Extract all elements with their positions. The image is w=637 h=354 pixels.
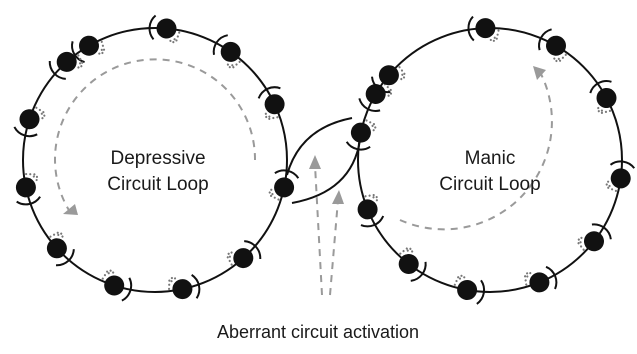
manic-loop-neuron-node-icon [520,261,561,300]
manic-loop-neuron-node-icon [450,272,488,306]
depressive-loop-neuron-node-icon [10,169,45,208]
manic-loop-neuron-node-icon [533,25,576,66]
activation-arrowhead-right-icon [332,190,344,204]
depressive-loop-arrowhead-icon [63,204,78,215]
manic-loop-label-line1: Manic [465,148,516,169]
depressive-loop-label-line1: Depressive [110,148,205,169]
depressive-loop-neuron-node-icon [96,266,136,304]
depressive-loop-label-line2: Circuit Loop [107,174,208,195]
manic-loop-neuron-node-icon [603,158,636,196]
aberrant-bridge [286,117,361,296]
manic-loop-neuron-node-icon [344,115,379,154]
manic-loop: Manic Circuit Loop [344,14,636,306]
depressive-loop-neuron-node-icon [11,101,49,141]
activation-arrow-left [314,164,323,296]
depressive-loop-neuron-node-icon [266,166,301,205]
depressive-loop-neuron-node-icon [164,270,203,305]
manic-loop-neuron-node-icon [585,76,625,119]
manic-loop-arrowhead-icon [533,66,546,80]
depressive-loop-flow-arrow [54,58,257,213]
manic-loop-neuron-node-icon [389,243,432,285]
bridge-upper-connection [286,117,353,176]
manic-loop-label-line2: Circuit Loop [439,174,540,195]
activation-arrowhead-left-icon [309,155,321,169]
diagram-caption: Aberrant circuit activation [217,322,419,342]
bridge-lower-connection [291,139,361,204]
depressive-loop-ring [22,27,288,293]
depressive-loop-neuron-node-icon [207,31,251,73]
manic-loop-neuron-node-icon [573,218,615,261]
manic-loop-neuron-node-icon [350,190,389,231]
manic-loop-flow-arrow [399,71,553,231]
activation-arrow-right [329,199,339,296]
depressive-loop-neuron-node-icon [253,82,293,124]
depressive-loop: Depressive Circuit Loop [10,14,301,305]
